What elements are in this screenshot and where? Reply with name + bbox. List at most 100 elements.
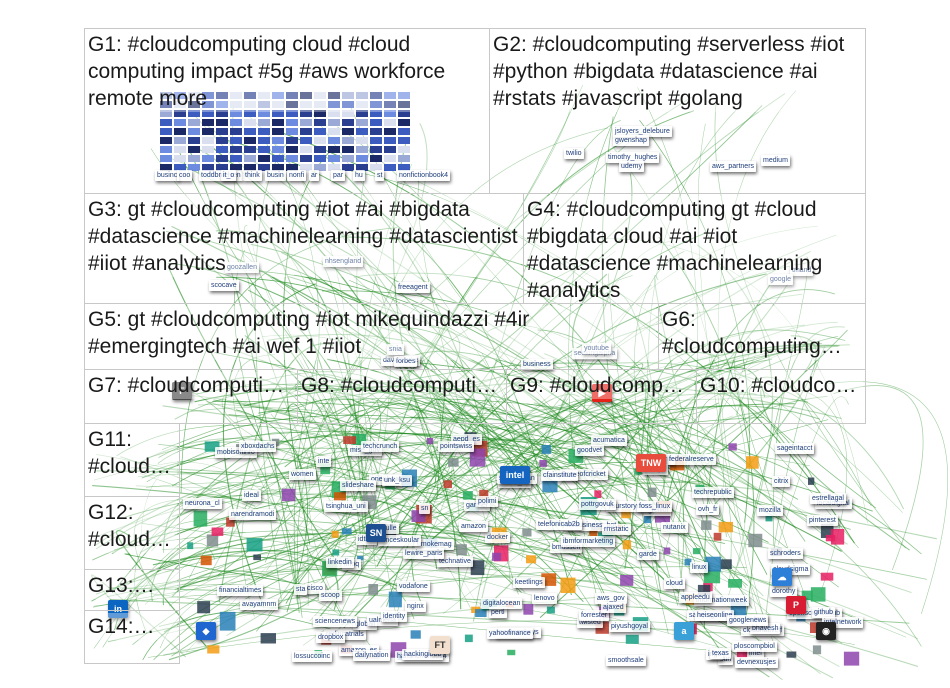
node-label[interactable]: cloud bbox=[664, 578, 685, 589]
node-label[interactable]: sn bbox=[419, 503, 431, 514]
node-label[interactable]: docker bbox=[485, 532, 511, 543]
node-label[interactable]: ajaxed bbox=[601, 602, 626, 613]
node-label[interactable]: timothy_hughes bbox=[606, 152, 660, 163]
node-label[interactable]: technative bbox=[437, 556, 473, 567]
node-label[interactable]: nonfictionbook4 bbox=[397, 170, 451, 181]
node-label[interactable]: linkedin bbox=[326, 557, 354, 568]
sn-icon[interactable]: SN bbox=[366, 524, 386, 542]
node-label[interactable]: medium bbox=[761, 155, 790, 166]
node-label[interactable]: identity bbox=[381, 611, 408, 622]
node-label[interactable]: udemy bbox=[619, 161, 645, 172]
node-label[interactable]: sta bbox=[294, 584, 308, 595]
github-icon[interactable]: ◉ bbox=[816, 622, 836, 640]
node-label[interactable]: yourstorycom bbox=[606, 501, 653, 512]
node-label[interactable]: smoothsale bbox=[606, 655, 646, 666]
node-label[interactable]: pointswiss bbox=[438, 441, 475, 452]
node-label[interactable]: lanceskoular bbox=[378, 535, 422, 546]
node-label[interactable]: twilio bbox=[564, 148, 584, 159]
node-label[interactable]: mozilla bbox=[757, 505, 783, 516]
node-label[interactable]: polimi bbox=[476, 496, 499, 507]
node-label[interactable]: busin bbox=[265, 170, 286, 181]
node-label[interactable]: sciencenews bbox=[313, 616, 358, 627]
node-label[interactable]: pertl bbox=[489, 607, 507, 618]
node-label[interactable]: googlenews bbox=[727, 615, 769, 626]
node-label[interactable]: ideal bbox=[242, 490, 261, 501]
node-label[interactable]: unk_ksu bbox=[382, 475, 413, 486]
node-label[interactable]: linux bbox=[690, 562, 709, 573]
node-label[interactable]: digitalocean bbox=[481, 598, 523, 609]
node-label[interactable]: intelnetwork bbox=[822, 617, 864, 628]
node-label[interactable]: piyushgoyal bbox=[609, 621, 650, 632]
node-label[interactable]: google bbox=[768, 274, 794, 285]
node-label[interactable]: think bbox=[243, 170, 262, 181]
node-label[interactable]: techcrunch bbox=[361, 441, 400, 452]
node-label[interactable]: st bbox=[375, 170, 385, 181]
node-label[interactable]: par bbox=[331, 170, 346, 181]
node-label[interactable]: homeofcricket bbox=[560, 469, 608, 480]
node-label[interactable]: hu bbox=[353, 170, 365, 181]
node-label[interactable]: schroders bbox=[768, 548, 803, 559]
node-label[interactable]: snia bbox=[387, 344, 404, 355]
node-label[interactable]: rmstatic bbox=[602, 524, 631, 535]
node-label[interactable]: github bbox=[812, 607, 836, 618]
node-label[interactable]: gwenshap bbox=[613, 135, 649, 146]
node-label[interactable]: pottrgovuk bbox=[579, 499, 616, 510]
node-label[interactable]: it_o bbox=[221, 170, 237, 181]
node-label[interactable]: women bbox=[289, 469, 316, 480]
node-label[interactable]: slideshare bbox=[340, 480, 376, 491]
node-label[interactable]: keetlings bbox=[513, 577, 545, 588]
node-label[interactable]: innis bbox=[657, 454, 676, 465]
node-label[interactable]: twisted bbox=[577, 617, 603, 628]
node-label[interactable]: ovh_fr bbox=[696, 504, 720, 515]
node-label[interactable]: texas bbox=[710, 648, 731, 659]
node-label[interactable]: aepd_es bbox=[451, 434, 482, 445]
node-label[interactable]: ploscompbiol bbox=[732, 641, 777, 652]
node-label[interactable]: bhavesh bbox=[750, 623, 781, 634]
node-label[interactable]: aws_gov bbox=[595, 593, 627, 604]
node-label[interactable]: tmand bbox=[790, 265, 814, 276]
node-label[interactable]: dorothy bbox=[770, 586, 798, 597]
node-label[interactable]: nhsengland bbox=[323, 256, 364, 267]
node-label[interactable]: bmussen bbox=[550, 542, 583, 553]
node-label[interactable]: hackingibbb bbox=[402, 649, 444, 660]
node-label[interactable]: avayamnm bbox=[240, 599, 279, 610]
node-label[interactable]: jsloyers_delebure bbox=[613, 126, 672, 137]
node-label[interactable]: goozallen bbox=[225, 262, 259, 273]
node-label[interactable]: vodafone bbox=[397, 581, 430, 592]
node-label[interactable]: tsinghua_uni bbox=[324, 501, 368, 512]
forbes-icon[interactable]: F bbox=[172, 382, 192, 400]
node-label[interactable]: coo bbox=[177, 170, 193, 181]
node-label[interactable]: appleedu bbox=[679, 592, 712, 603]
node-label[interactable]: aws_partners bbox=[710, 161, 757, 172]
node-label[interactable]: ibmformarketing bbox=[561, 536, 616, 547]
linkedin-icon[interactable]: in bbox=[108, 600, 128, 618]
node-label[interactable]: neurona_cl bbox=[183, 498, 222, 509]
node-label[interactable]: youtube bbox=[582, 343, 611, 354]
ft-icon[interactable]: FT bbox=[430, 636, 450, 654]
node-label[interactable]: scocave bbox=[209, 280, 239, 291]
node-label[interactable]: estrellagal bbox=[810, 493, 846, 504]
node-label[interactable]: ar bbox=[309, 170, 320, 181]
node-label[interactable]: businc bbox=[155, 170, 180, 181]
node-label[interactable]: cisco bbox=[305, 583, 325, 594]
node-label[interactable]: acumatica bbox=[591, 435, 627, 446]
node-label[interactable]: telefonicab2b bbox=[536, 519, 582, 530]
node-label[interactable]: intel bbox=[747, 648, 764, 659]
node-label[interactable]: xboxdachs bbox=[239, 441, 277, 452]
node-label[interactable]: informationweek bbox=[694, 595, 749, 606]
node-label[interactable]: nginx bbox=[405, 601, 426, 612]
node-label[interactable]: dropbox bbox=[316, 632, 346, 643]
node-label[interactable]: umokemag bbox=[415, 539, 454, 550]
node-label[interactable]: business bbox=[521, 359, 553, 370]
node-label[interactable]: toddbnielsen bbox=[199, 170, 243, 181]
node-label[interactable]: narendramodi bbox=[229, 509, 277, 520]
cloud-icon[interactable]: ☁ bbox=[772, 568, 792, 586]
node-label[interactable]: sun bbox=[718, 654, 734, 665]
node-label[interactable]: citrix bbox=[772, 476, 791, 487]
node-label[interactable]: foss_linux bbox=[637, 501, 673, 512]
node-label[interactable]: sageintacct bbox=[775, 443, 815, 454]
node-label[interactable]: lossuccoinc bbox=[292, 651, 333, 662]
node-label[interactable]: mobisoftinfo bbox=[215, 447, 257, 458]
node-label[interactable]: scoop bbox=[319, 590, 342, 601]
node-label[interactable]: techrepublic bbox=[692, 487, 734, 498]
